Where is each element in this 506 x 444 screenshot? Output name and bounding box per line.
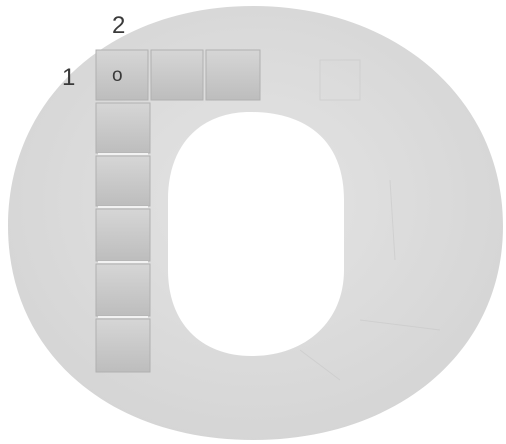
tile-left-1 (96, 103, 150, 153)
tile-top-3 (206, 50, 260, 100)
row-index-label: 1 (62, 66, 75, 90)
tile-left-5 (96, 319, 150, 372)
column-index-label: 2 (112, 14, 125, 38)
tile-left-4 (96, 264, 150, 316)
tile-left-3 (96, 209, 150, 261)
cell-marker: o (112, 66, 123, 85)
left-column-tiles (96, 103, 150, 372)
tile-top-2 (151, 50, 203, 100)
tile-left-2 (96, 156, 150, 206)
